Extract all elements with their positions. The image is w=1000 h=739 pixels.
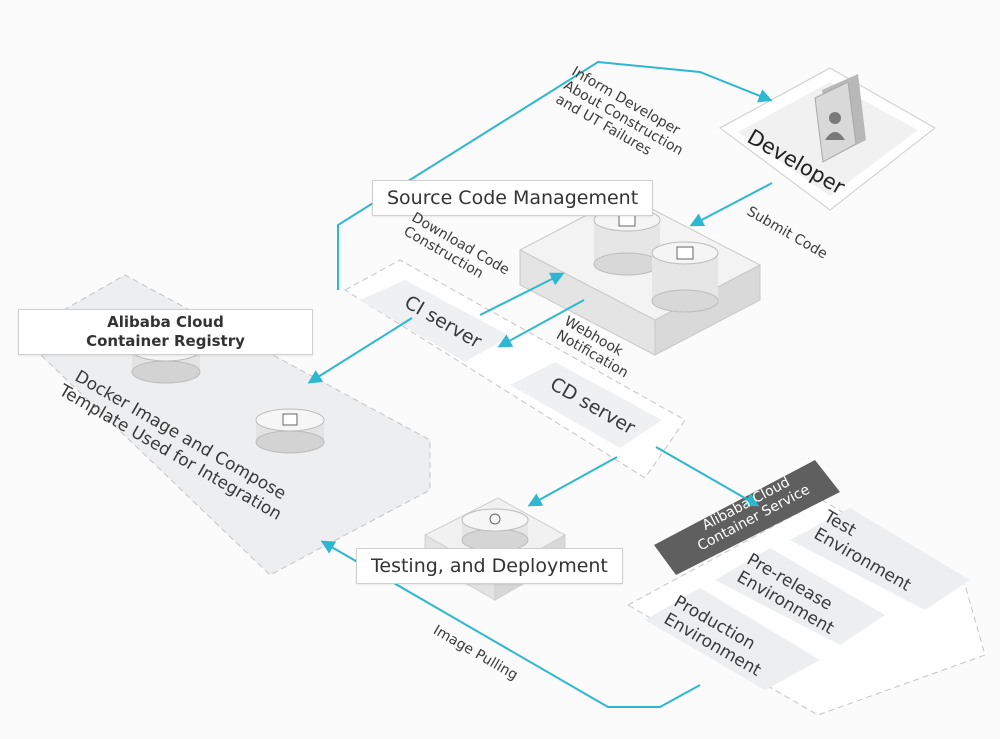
- registry-title-line1: Alibaba Cloud: [107, 313, 224, 331]
- source-code-management-label: Source Code Management: [372, 180, 654, 216]
- prerelease-env-plate: [715, 548, 885, 645]
- service-band: [654, 460, 840, 575]
- registry-disk-2: [255, 408, 325, 454]
- arrow-cd-to-testing: [527, 456, 618, 507]
- flow-connectors: [307, 60, 773, 708]
- ci-server-plate: [360, 280, 510, 362]
- arrow-webhook: [497, 299, 585, 348]
- arrow-inform-developer: [337, 60, 773, 290]
- registry-title-line2: Container Registry: [86, 331, 245, 350]
- registry-title: Alibaba Cloud Container Registry: [18, 309, 313, 355]
- repo-disk-2: [651, 241, 719, 313]
- repo-disk-1: [593, 208, 661, 276]
- arrow-cd-to-service: [655, 446, 760, 507]
- test-env-plate: [790, 508, 970, 610]
- arrow-submit-code: [689, 182, 773, 227]
- arrow-image-pulling: [320, 540, 701, 708]
- testing-deployment-label: Testing, and Deployment: [356, 548, 623, 584]
- cd-server-plate: [510, 362, 662, 448]
- user-icon: [814, 74, 866, 163]
- production-env-plate: [645, 588, 820, 690]
- arrow-ci-to-registry: [307, 317, 413, 384]
- arrow-download-code: [479, 272, 565, 316]
